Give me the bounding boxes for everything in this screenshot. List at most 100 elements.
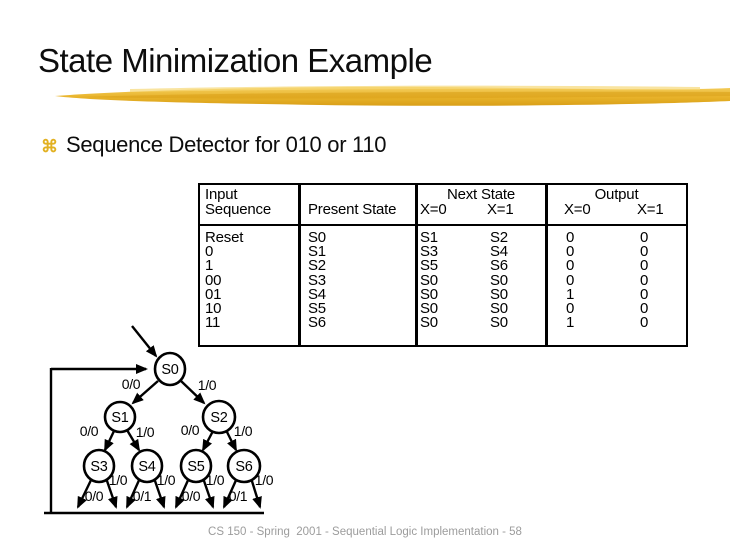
edge-label: 0/0 (122, 376, 141, 392)
cell-input: 0 (205, 243, 214, 261)
state-label-s4: S4 (138, 459, 155, 475)
title-underline-brush (55, 85, 730, 106)
column-group-next-state: Next State (446, 186, 516, 203)
table-divider (415, 185, 418, 345)
edge-s5-on1 (201, 477, 215, 509)
cell-out-x1: 0 (640, 285, 649, 303)
edge-s6-on1 (249, 477, 262, 509)
edge-label: 0/0 (80, 423, 99, 439)
cell-out-x1: 0 (640, 257, 649, 275)
edge-label: 1/0 (255, 472, 274, 488)
cell-next-x0: S0 (420, 285, 438, 303)
edge-s2-s5 (201, 430, 215, 452)
cell-present: S1 (308, 243, 326, 261)
state-node-s5 (179, 448, 213, 484)
table-divider (298, 185, 301, 345)
state-label-s3: S3 (90, 459, 107, 475)
cell-out-x0: 1 (566, 314, 575, 332)
cell-input: 11 (205, 314, 221, 332)
cell-out-x0: 0 (566, 257, 575, 275)
table-row: 10 S5 S0 S0 0 0 (200, 299, 686, 317)
diagram-edge-labels: 0/0 1/0 0/0 1/0 0/0 1/0 1/0 0/0 1/0 0/1 … (80, 376, 274, 504)
edge-s4-on1 (152, 477, 166, 509)
cell-present: S2 (308, 257, 326, 275)
cell-present: S0 (308, 229, 326, 246)
cell-input: 00 (205, 271, 222, 289)
table-row: 11 S6 S0 S0 1 0 (200, 314, 686, 332)
state-label-s0: S0 (161, 362, 178, 378)
edge-s3-on1 (104, 477, 118, 509)
table-row: 01 S4 S0 S0 1 0 (200, 285, 686, 303)
edge-s4-on0 (125, 477, 142, 509)
edge-label: 1/0 (234, 423, 253, 439)
cell-next-x1: S2 (490, 229, 508, 246)
state-node-s4 (130, 448, 164, 484)
slide-title: State Minimization Example (38, 42, 433, 79)
edge-s1-s3 (103, 430, 116, 452)
edge-label: 0/1 (133, 488, 152, 504)
edge-s0-s1 (131, 380, 159, 405)
state-node-s6 (226, 448, 262, 484)
edge-s0-s2 (180, 380, 206, 405)
cell-next-x1: S0 (490, 271, 508, 289)
cell-out-x0: 0 (566, 271, 575, 289)
edge-s5-on0 (174, 477, 191, 509)
cell-next-x0: S0 (420, 271, 438, 289)
table-row: Reset S0 S1 S2 0 0 (200, 229, 686, 246)
cell-input: 1 (205, 257, 214, 275)
cell-next-x0: S3 (420, 243, 438, 261)
state-label-s1: S1 (111, 410, 128, 426)
table-divider (545, 185, 548, 345)
state-node-s3 (82, 448, 116, 484)
cell-out-x0: 1 (566, 285, 575, 303)
subheader-next-x0: X=0 (420, 201, 447, 218)
edge-s6-on0 (222, 477, 239, 509)
table-row: 00 S3 S0 S0 0 0 (200, 271, 686, 289)
state-node-s0 (153, 351, 187, 387)
cell-input: 01 (205, 285, 222, 303)
cell-present: S3 (308, 271, 326, 289)
table-row: 0 S1 S3 S4 0 0 (200, 243, 686, 261)
state-label-s2: S2 (210, 410, 227, 426)
cell-out-x0: 0 (566, 229, 575, 246)
edge-label: 0/0 (181, 422, 200, 438)
edge-label: 0/1 (229, 488, 248, 504)
column-group-output: Output (594, 186, 639, 203)
slide-page-footer: CS 150 - Spring 2001 - Sequential Logic … (208, 526, 522, 538)
state-transition-table: Input Sequence Present State Next State … (198, 183, 688, 347)
edge-s1-s4 (125, 429, 141, 452)
edge-label: 1/0 (157, 472, 176, 488)
cell-next-x1: S0 (490, 314, 508, 332)
cell-next-x0: S0 (420, 299, 438, 317)
cell-input: Reset (205, 229, 244, 246)
table-header-divider (200, 224, 686, 226)
cell-next-x1: S0 (490, 285, 508, 303)
column-header-input-1: Input (205, 186, 238, 203)
edge-label: 1/0 (206, 472, 225, 488)
table-row: 1 S2 S5 S6 0 0 (200, 257, 686, 275)
cell-next-x0: S0 (420, 314, 438, 332)
subheader-out-x1: X=1 (637, 201, 664, 218)
cell-out-x1: 0 (640, 314, 649, 332)
cell-next-x1: S4 (490, 243, 508, 261)
state-node-s1 (103, 400, 137, 434)
diagram-state-labels: S0 S1 S2 S3 S4 S5 S6 (90, 362, 253, 475)
diagram-edges (44, 325, 264, 515)
edge-label: 0/0 (182, 488, 201, 504)
column-header-input-2: Sequence (205, 201, 271, 218)
reset-edge (131, 325, 158, 358)
subheader-out-x0: X=0 (564, 201, 591, 218)
diagram-nodes (82, 351, 262, 484)
cell-present: S5 (308, 299, 326, 317)
edge-label: 1/0 (136, 424, 155, 440)
column-header-present: Present State (308, 201, 397, 218)
state-label-s5: S5 (187, 459, 204, 475)
cell-out-x1: 0 (640, 299, 649, 317)
cell-out-x1: 0 (640, 229, 649, 246)
edge-s2-s6 (224, 429, 238, 452)
edge-s3-on0 (76, 477, 94, 509)
cell-next-x1: S0 (490, 299, 508, 317)
cell-present: S4 (308, 285, 326, 303)
edge-label: 0/0 (85, 488, 104, 504)
